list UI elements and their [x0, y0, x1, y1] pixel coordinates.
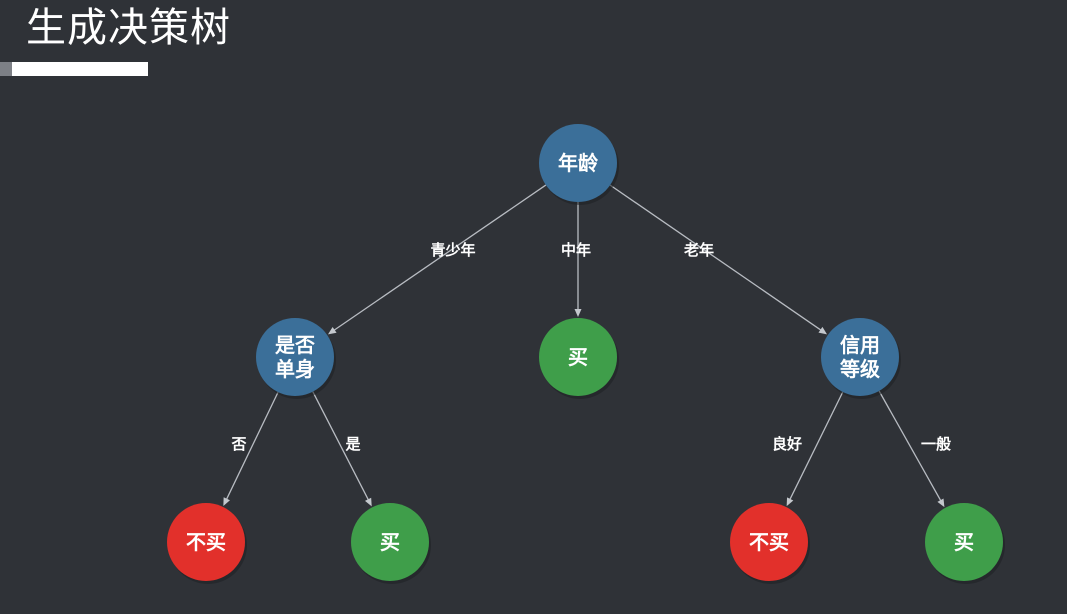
- node-circle: [256, 318, 334, 396]
- node-circle: [351, 503, 429, 581]
- arrowhead-icon: [223, 497, 230, 506]
- node-circle: [821, 318, 899, 396]
- arrowhead-icon: [364, 497, 372, 507]
- node-circle: [730, 503, 808, 581]
- root-node: 年龄: [539, 124, 619, 205]
- edge-label-2: 老年: [683, 241, 714, 259]
- edge-line: [312, 391, 370, 502]
- edge-label-0: 青少年: [430, 241, 475, 259]
- node-label: 等级: [840, 357, 880, 381]
- edge-label-level2-1: 是: [344, 435, 361, 453]
- page-title: 生成决策树: [26, 5, 231, 51]
- node-label: 年龄: [558, 151, 599, 175]
- edge-label-1: 中年: [561, 241, 591, 259]
- leaf-node-1: 买: [351, 503, 431, 584]
- edge-line: [609, 184, 823, 332]
- arrowhead-icon: [818, 326, 828, 335]
- edge-root-to-child-0: [327, 184, 547, 335]
- edge-label-level2-3: 一般: [921, 435, 951, 453]
- edge-line: [332, 184, 547, 332]
- edge-line: [225, 391, 279, 501]
- node-label: 买: [568, 345, 588, 369]
- arrowhead-icon: [574, 309, 582, 317]
- node-label: 不买: [749, 530, 789, 554]
- node-label: 是否: [274, 333, 315, 357]
- node-circle: [925, 503, 1003, 581]
- edge-line: [788, 391, 844, 502]
- leaf-node-2: 不买: [730, 503, 810, 584]
- arrowhead-icon: [937, 498, 945, 508]
- edge-level2-3: [878, 390, 945, 508]
- node-circle: [539, 318, 617, 396]
- arrowhead-icon: [327, 326, 337, 335]
- edge-level2-2: [786, 391, 844, 507]
- node-label: 不买: [186, 530, 226, 554]
- tree-nodes: 年龄是否单身买信用等级不买买不买买: [167, 124, 1005, 584]
- edge-level2-1: [312, 391, 372, 507]
- edge-label-level2-0: 否: [230, 435, 246, 453]
- node-label: 买: [380, 530, 400, 554]
- edge-root-to-child-1: [574, 202, 582, 317]
- title-underline-bar: [12, 62, 148, 76]
- leaf-node-3: 买: [925, 503, 1005, 584]
- node-label: 买: [954, 530, 974, 554]
- node-label: 信用: [840, 333, 880, 357]
- leaf-node-0: 不买: [167, 503, 247, 584]
- edge-line: [878, 390, 943, 503]
- edge-level2-0: [223, 391, 279, 506]
- node-label: 单身: [275, 357, 315, 381]
- edge-root-to-child-2: [609, 184, 828, 335]
- tree-edges: 青少年 中年 老年否 是 良好 一般: [223, 184, 951, 508]
- arrowhead-icon: [786, 497, 794, 507]
- title-accent-notch: [0, 62, 12, 76]
- node-circle: [167, 503, 245, 581]
- level1-node-1: 买: [539, 318, 619, 399]
- edge-label-level2-2: 良好: [772, 435, 802, 453]
- node-circle: [539, 124, 617, 202]
